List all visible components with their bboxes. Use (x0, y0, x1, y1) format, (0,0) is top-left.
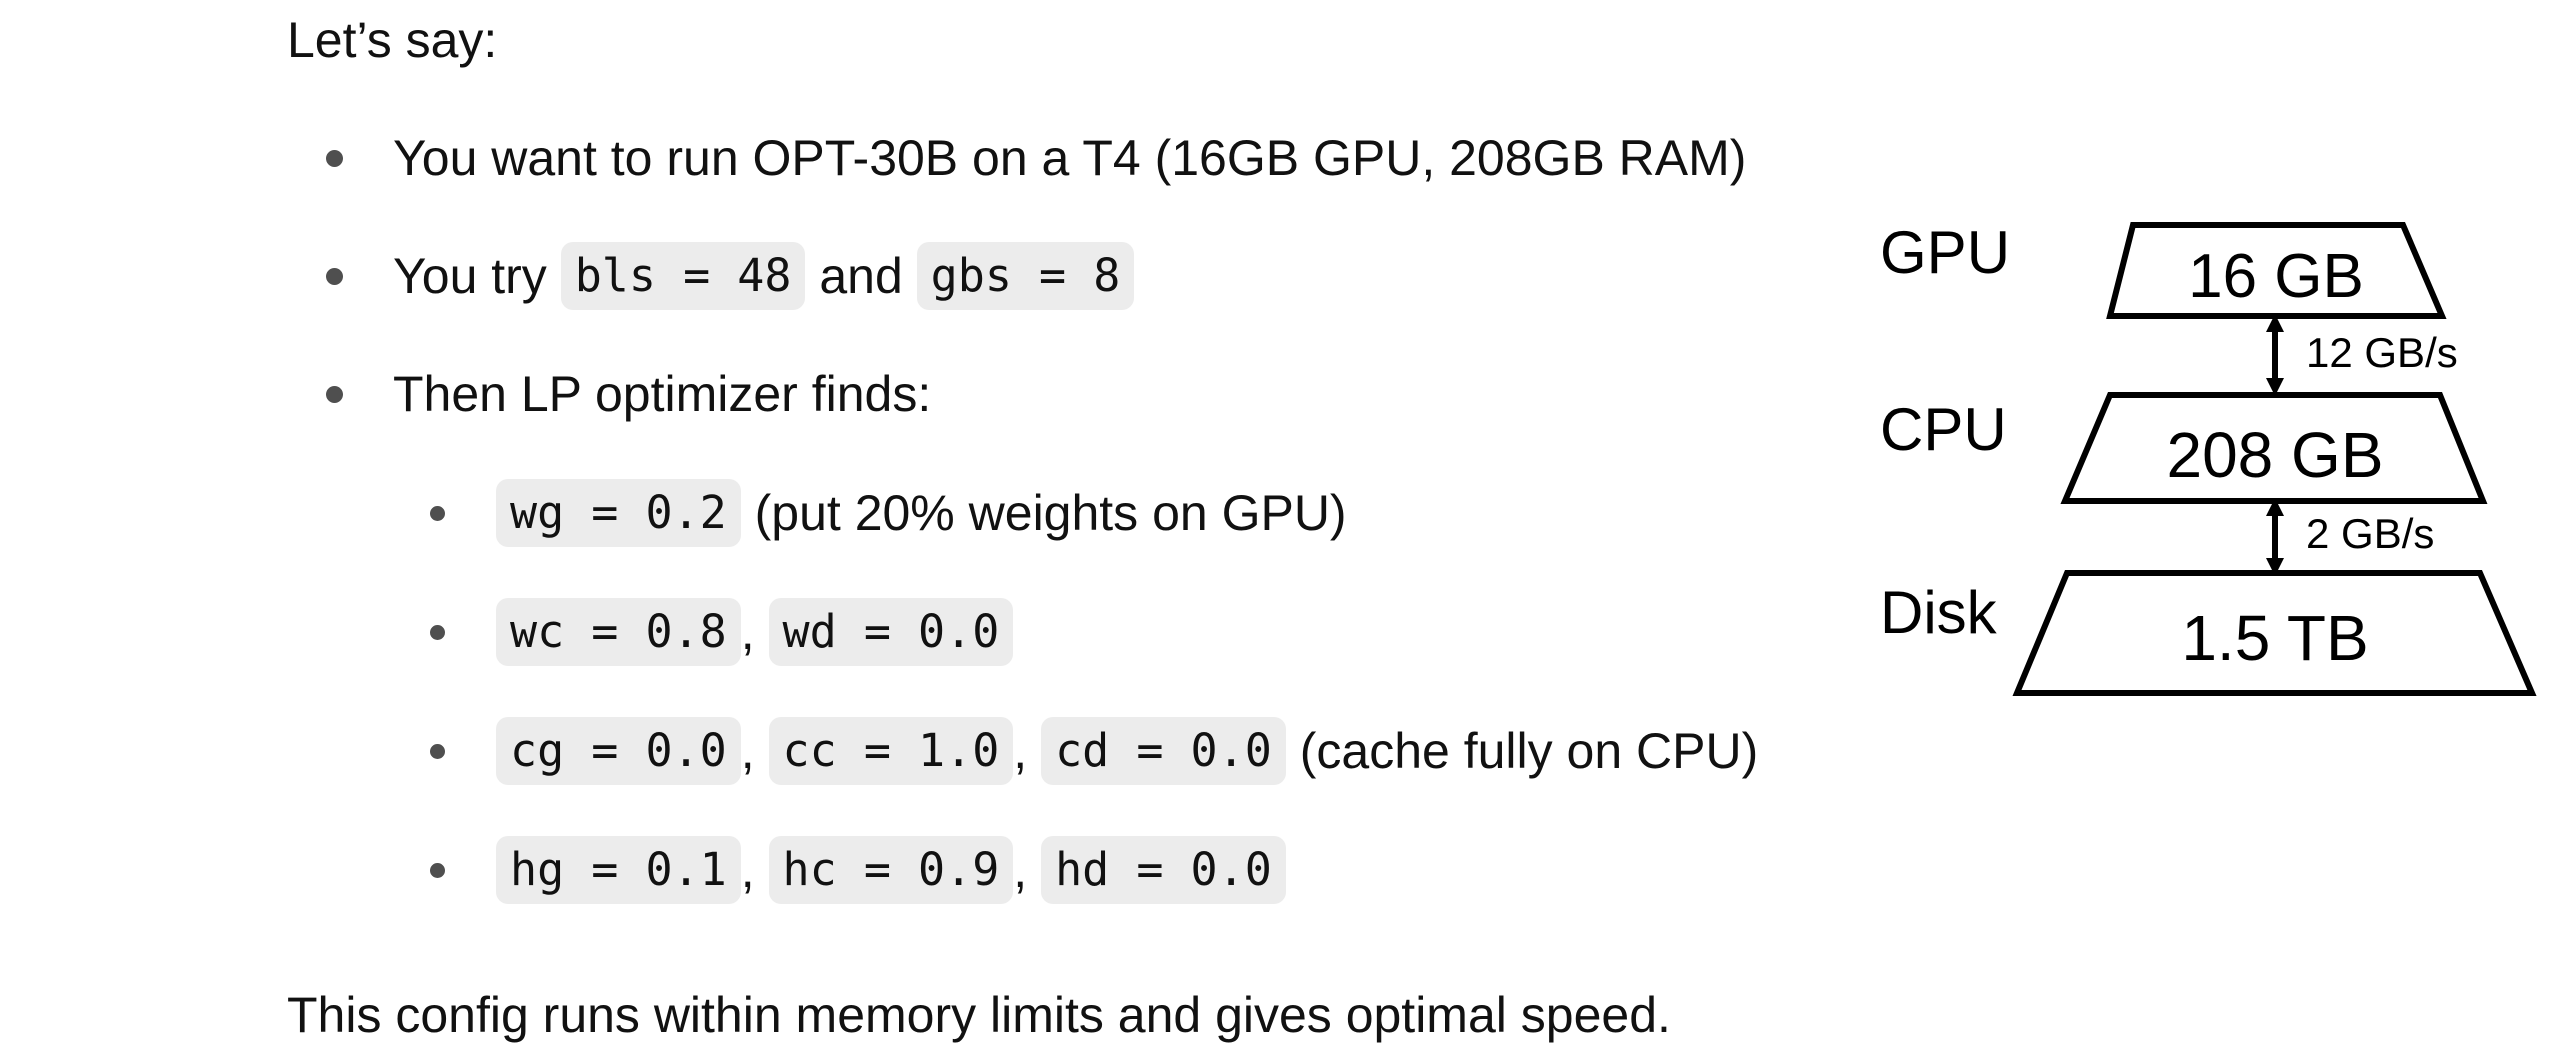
list-item-middle: and (805, 248, 917, 304)
sub-list-item-suffix: (cache fully on CPU) (1285, 723, 1759, 779)
inline-code: wd = 0.0 (768, 598, 1014, 666)
list-item: You try bls = 48 and gbs = 8 (326, 241, 1135, 311)
tier-label-disk: Disk (1880, 579, 1998, 646)
bandwidth-label: 12 GB/s (2306, 329, 2458, 376)
inline-code: hg = 0.1 (496, 836, 741, 904)
list-item-text: You want to run OPT-30B on a T4 (16GB GP… (393, 130, 1747, 186)
inline-code: hc = 0.9 (768, 836, 1014, 904)
cpu-tier-shape (2060, 392, 2488, 504)
list-item: You want to run OPT-30B on a T4 (16GB GP… (326, 123, 1746, 193)
separator: , (740, 604, 769, 660)
bullet-icon (326, 267, 343, 285)
bullet-icon (430, 743, 445, 759)
memory-hierarchy-diagram: GPU 16 GB 12 GB/s CPU 208 GB 2 GB/s Disk… (1880, 219, 2537, 696)
bullet-icon (430, 505, 445, 521)
tier-label-cpu: CPU (1880, 396, 2007, 463)
bullet-icon (326, 149, 343, 167)
inline-code: gbs = 8 (916, 242, 1135, 310)
inline-code: cd = 0.0 (1041, 717, 1286, 785)
sub-list-item: wg = 0.2 (put 20% weights on GPU) (430, 478, 1347, 548)
inline-code: hd = 0.0 (1041, 836, 1286, 904)
sub-list-item: wc = 0.8 , wd = 0.0 (430, 597, 1014, 667)
list-item-text: Then LP optimizer finds: (393, 366, 932, 422)
sub-list-item: hg = 0.1 , hc = 0.9 , hd = 0.0 (430, 835, 1286, 905)
tier-capacity-gpu: 16 GB (2188, 242, 2364, 311)
inline-code: cg = 0.0 (496, 717, 741, 785)
inline-code: cc = 1.0 (768, 717, 1014, 785)
bullet-icon (326, 385, 343, 403)
tier-capacity-disk: 1.5 TB (2181, 602, 2368, 674)
sub-list-item-suffix: (put 20% weights on GPU) (740, 485, 1347, 541)
disk-tier-shape (2012, 570, 2537, 696)
intro-text: Let’s say: (287, 12, 498, 68)
list-item-prefix: You try (393, 248, 561, 304)
gpu-tier-shape (2106, 222, 2447, 319)
tier-capacity-cpu: 208 GB (2166, 419, 2383, 491)
separator: , (1013, 842, 1042, 898)
conclusion-text: This config runs within memory limits an… (287, 987, 1671, 1043)
inline-code: bls = 48 (560, 242, 806, 310)
bullet-icon (430, 862, 445, 878)
tier-label-gpu: GPU (1880, 219, 2010, 286)
bullet-icon (430, 624, 445, 640)
sub-list-item: cg = 0.0 , cc = 1.0 , cd = 0.0 (cache fu… (430, 716, 1758, 786)
inline-code: wg = 0.2 (496, 479, 741, 547)
inline-code: wc = 0.8 (496, 598, 741, 666)
separator: , (1013, 723, 1042, 779)
list-item: Then LP optimizer finds: (326, 359, 931, 429)
separator: , (740, 723, 769, 779)
separator: , (740, 842, 769, 898)
bandwidth-label: 2 GB/s (2306, 510, 2434, 557)
